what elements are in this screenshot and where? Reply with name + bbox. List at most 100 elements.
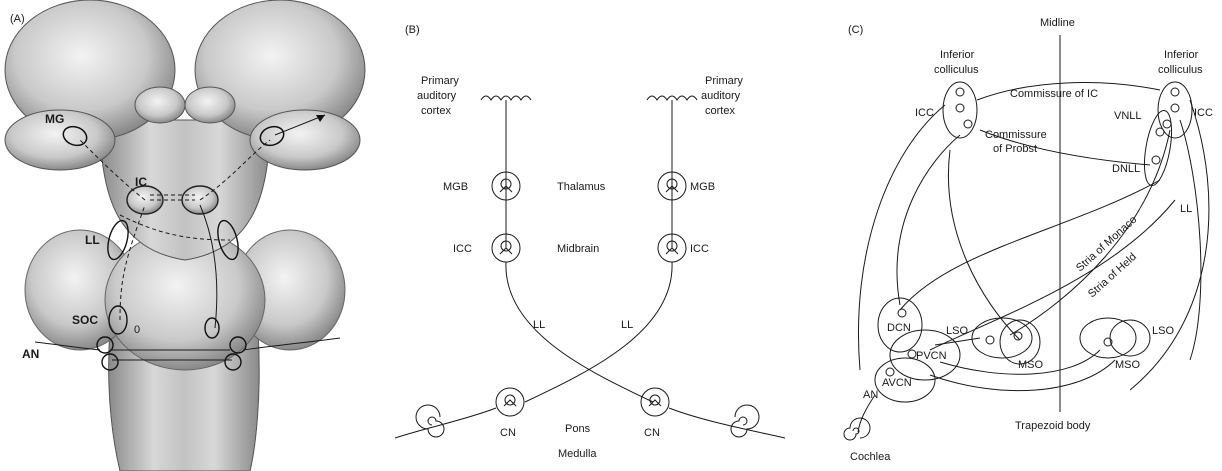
left-mg-bulge: [4, 109, 116, 171]
left-icc-neuron1-icon: [955, 87, 965, 97]
label-cochlea: Cochlea: [850, 451, 891, 463]
label-vnll: VNLL: [1114, 110, 1142, 122]
right-icc-neuron2-icon: [1170, 103, 1180, 113]
midbrain-shape: [99, 119, 271, 261]
right-cn-synapse-icon: [648, 399, 662, 407]
commissure-of-ic-fiber: [976, 82, 1161, 101]
label-icc-left: ICC: [915, 107, 934, 119]
label-dnll: DNLL: [1112, 163, 1140, 175]
right-mgb-neuron-icon: [666, 178, 678, 190]
pvcn-neuron-icon: [907, 349, 917, 359]
dnll-neuron-icon: [1151, 155, 1161, 165]
label-midline: Midline: [1040, 17, 1075, 29]
right-cortex-line1: Primary: [705, 75, 743, 87]
left-cortex-line3: cortex: [421, 105, 451, 117]
left-cn-circle: [495, 387, 525, 417]
arrowhead-icon: [316, 115, 325, 122]
left-ll-nucleus: [107, 219, 129, 261]
right-ic-to-mg-dashed: [199, 139, 271, 201]
medulla-shape: [108, 329, 260, 471]
ic-right-line2: colliculus: [1158, 64, 1203, 76]
left-cochlea-spiral-icon: [415, 404, 445, 438]
left-icc-neuron3-icon: [963, 119, 973, 129]
ic-right-line1: Inferior: [1164, 49, 1199, 61]
label-cn-left: CN: [500, 427, 516, 439]
right-ascending-line: [199, 204, 218, 329]
dcn-ellipse: [877, 297, 923, 353]
left-lso-ellipse: [971, 317, 1033, 359]
icc-to-mso-fiber: [948, 149, 1021, 341]
probst-line1: Commissure: [985, 129, 1047, 141]
ic-left-line1: Inferior: [940, 49, 975, 61]
right-mso-neuron-icon: [1103, 337, 1113, 347]
label-medulla: Medulla: [558, 448, 597, 460]
left-icc-ellipse: [942, 81, 978, 139]
label-ic: IC: [135, 175, 147, 189]
right-icc-neuron1-icon: [1170, 87, 1180, 97]
right-superior-colliculus: [184, 86, 236, 124]
right-ll-nucleus: [217, 219, 239, 261]
label-icc-left: ICC: [453, 243, 472, 255]
panel-a-tag: (A): [10, 13, 25, 25]
label-lso-right: LSO: [1152, 325, 1174, 337]
probst-line2: of Probst: [993, 143, 1037, 155]
label-pvcn: PVCN: [916, 350, 947, 362]
left-mgb-circle: [491, 171, 521, 201]
label-mgb-right: MGB: [690, 181, 715, 193]
right-icc-neuron-icon: [666, 240, 678, 252]
projection-arrow-line: [274, 114, 326, 136]
right-mg-bulge: [249, 109, 361, 171]
left-outer-ascending: [857, 104, 946, 371]
left-mgb-neuron-icon: [500, 178, 512, 190]
commissure-of-probst-fiber: [979, 129, 1151, 166]
left-soc-nucleus: [108, 305, 128, 335]
panel-c-tag: (C): [848, 24, 863, 36]
cross-dashed: [119, 214, 231, 241]
label-cn-right: CN: [644, 427, 660, 439]
label-trapezoid: Trapezoid body: [1015, 420, 1091, 432]
pathway-schematic: (B) Primary auditory cortex Primary audi…: [394, 24, 786, 460]
panel-a-brainstem: (A) MG IC LL SOC AN 0: [0, 0, 370, 471]
left-cortex-dendrites-icon: [480, 95, 532, 101]
vnll-ellipse: [1143, 110, 1173, 186]
right-icc-neuron3-icon: [1162, 119, 1172, 129]
right-cn-lower: [224, 353, 242, 371]
commissure-dashed: [150, 194, 195, 201]
right-mso-ellipse: [1079, 317, 1137, 359]
left-inner-ascending: [896, 134, 961, 306]
panel-c-connections: (C) Midline Inferior colliculus Inferior…: [830, 0, 1222, 471]
left-mg-nucleus: [62, 125, 88, 147]
dcn-neuron-icon: [897, 308, 907, 318]
right-cortex-line2: auditory: [701, 90, 741, 102]
left-ascending-dashed: [119, 204, 146, 321]
stria-held-fiber: [929, 199, 1176, 351]
pvcn-ellipse: [889, 329, 961, 381]
trapezoid-fibers: [110, 349, 232, 361]
left-mgb-synapse-icon: [499, 185, 513, 193]
label-ll: LL: [85, 233, 100, 247]
left-mso-neuron-icon: [1013, 331, 1023, 341]
right-cochlea-spiral-icon: [730, 404, 760, 438]
brainstem-illustration: (A) MG IC LL SOC AN 0: [4, 0, 366, 471]
trapezoid-fiber-1: [939, 349, 1101, 375]
label-mgb-left: MGB: [443, 181, 468, 193]
label-lso-left: LSO: [946, 325, 968, 337]
vnll-neuron-icon: [1155, 127, 1165, 137]
label-icc-right: ICC: [690, 243, 709, 255]
right-mgb-synapse-icon: [665, 185, 679, 193]
label-dcn: DCN: [887, 322, 911, 334]
label-an: AN: [863, 389, 878, 401]
label-soc: SOC: [72, 313, 98, 327]
left-cn-lower: [101, 353, 119, 371]
left-cortex-line2: auditory: [417, 90, 457, 102]
label-mso-right: MSO: [1115, 359, 1141, 371]
left-icc-neuron-icon: [500, 240, 512, 252]
right-cn-circle: [640, 387, 670, 417]
right-to-left-lemniscus: [524, 261, 673, 403]
label-ll: LL: [1180, 203, 1192, 215]
avcn-ellipse: [874, 357, 936, 403]
right-lso-ascending: [1179, 119, 1202, 361]
ic-left-line2: colliculus: [934, 64, 979, 76]
label-pons: Pons: [565, 423, 591, 435]
label-avcn: AVCN: [882, 377, 912, 389]
